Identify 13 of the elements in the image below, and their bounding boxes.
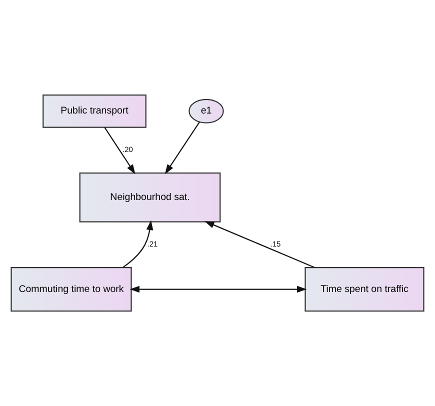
node-box: Neighbourhod sat. [79,172,221,222]
arrow [164,122,200,174]
node-ellipse: e1 [188,98,224,124]
edge-label: .21 [147,240,158,248]
node-box: Commuting time to work [10,266,132,312]
edge-label: .15 [270,240,281,248]
arrow [130,286,307,293]
node-box: Time spent on traffic [304,266,424,312]
arrow [104,127,136,174]
arrow [122,220,154,268]
edge-label: .20 [122,145,133,154]
arrow [204,221,315,268]
node-box: Public transport [42,94,146,128]
